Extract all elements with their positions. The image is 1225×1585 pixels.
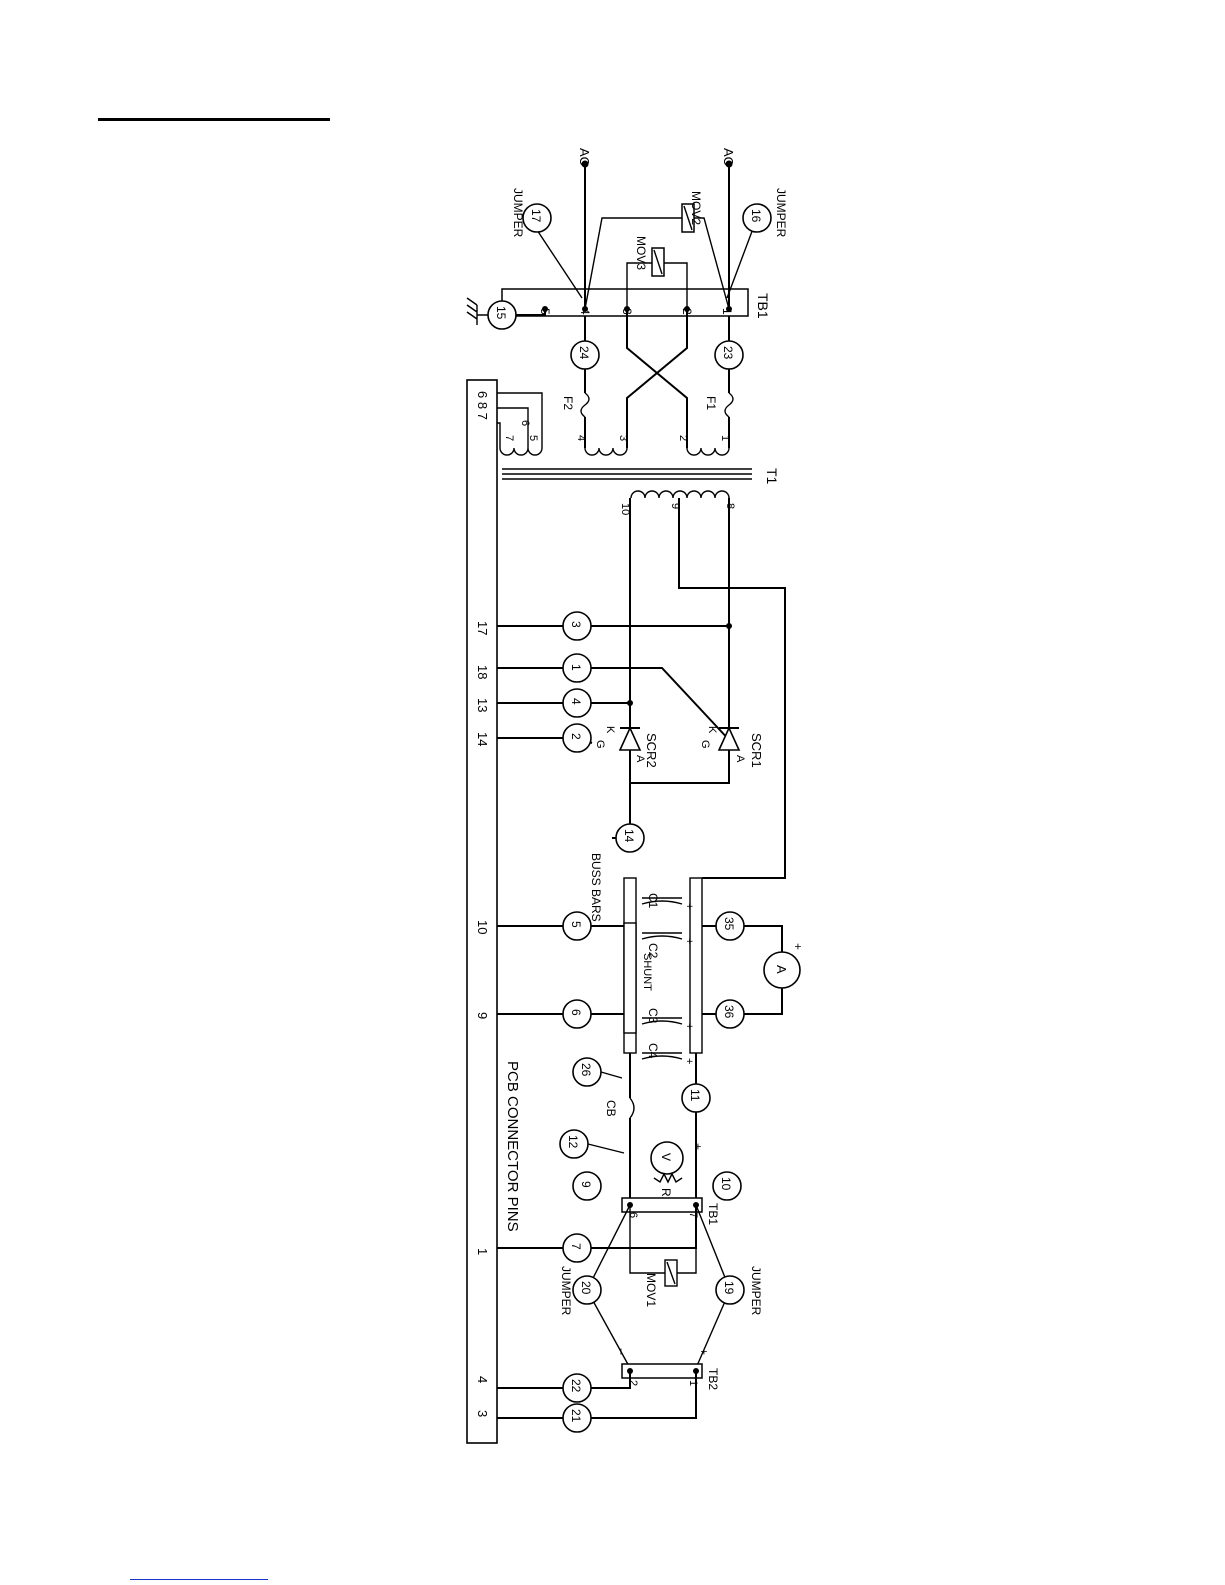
buss-bars-label: BUSS BARS (589, 853, 603, 922)
t1-aux-term-7: 7 (503, 435, 515, 441)
svg-text:+: + (683, 903, 695, 909)
cb-label: CB (604, 1100, 618, 1117)
shunt-label: SHUNT (641, 953, 653, 991)
scr2-symbol (620, 728, 640, 750)
pcb-pin-6-8-7: 6 8 7 (475, 391, 490, 420)
c1-label: C1 (646, 893, 660, 909)
scr2-g: G (594, 740, 606, 749)
t1-pri-term-2: 2 (677, 435, 689, 441)
svg-text:7: 7 (569, 1243, 583, 1250)
fuse-f2-label: F2 (561, 396, 575, 410)
shunt (624, 923, 636, 1033)
svg-text:6: 6 (569, 1009, 583, 1016)
ammeter-label: A (774, 965, 789, 974)
t1-pri-term-4: 4 (575, 435, 587, 441)
pcb-pin-17: 17 (475, 621, 490, 635)
page-bottom-rule (130, 1579, 268, 1580)
tb1-output-block (622, 1198, 702, 1212)
ac-b-label: AC (577, 148, 592, 166)
svg-text:4: 4 (569, 698, 583, 705)
scr1-a: A (734, 755, 746, 763)
tb2-label: TB2 (706, 1368, 720, 1390)
svg-text:14: 14 (622, 829, 636, 843)
svg-text:24: 24 (577, 346, 591, 360)
svg-text:+: + (683, 1058, 695, 1064)
svg-text:3: 3 (569, 621, 583, 628)
svg-text:−: − (614, 1348, 628, 1355)
svg-text:15: 15 (494, 306, 508, 320)
svg-text:19: 19 (722, 1281, 736, 1295)
pcb-pin-13: 13 (475, 698, 490, 712)
tb2-block (622, 1364, 702, 1378)
voltmeter-label: V (659, 1153, 673, 1161)
pcb-pin-4: 4 (475, 1376, 490, 1383)
scr2-k: K (604, 726, 616, 734)
t1-label: T1 (764, 468, 780, 485)
scr1-label: SCR1 (749, 733, 764, 768)
jumper-17-label: JUMPER (511, 188, 525, 238)
pcb-pin-14: 14 (475, 732, 490, 746)
schematic-rotated-group: PCB CONNECTOR PINS 6 8 7 17 18 13 14 10 … (467, 148, 805, 1443)
scr2-label: SCR2 (644, 733, 659, 768)
svg-text:36: 36 (722, 1005, 736, 1019)
svg-text:12: 12 (566, 1135, 580, 1149)
svg-text:2: 2 (627, 1380, 639, 1386)
tb1-output-label: TB1 (706, 1203, 720, 1225)
t1-aux-term-6: 6 (519, 420, 531, 426)
svg-text:+: + (683, 938, 695, 944)
svg-text:26: 26 (579, 1063, 593, 1077)
pcb-pin-18: 18 (475, 665, 490, 679)
pcb-pin-9: 9 (475, 1012, 490, 1019)
pcb-pin-1: 1 (475, 1248, 490, 1255)
pcb-title: PCB CONNECTOR PINS (504, 1061, 521, 1232)
svg-text:17: 17 (529, 209, 543, 223)
svg-text:+: + (791, 943, 805, 950)
pcb-pin-10: 10 (475, 920, 490, 934)
t1-pri-term-3: 3 (617, 435, 629, 441)
svg-text:7: 7 (687, 1212, 699, 1218)
svg-text:22: 22 (569, 1379, 583, 1393)
svg-text:23: 23 (721, 346, 735, 360)
svg-text:+: + (683, 1023, 695, 1029)
jumper-20-label: JUMPER (559, 1266, 573, 1316)
pcb-connector-strip (467, 380, 497, 1443)
fuse-f1-label: F1 (704, 396, 718, 410)
c3-label: C3 (646, 1008, 660, 1024)
t1-aux-term-5: 5 (527, 435, 539, 441)
svg-text:1: 1 (687, 1380, 699, 1386)
svg-text:9: 9 (579, 1181, 593, 1188)
svg-text:5: 5 (569, 921, 583, 928)
svg-text:16: 16 (749, 209, 763, 223)
svg-text:2: 2 (569, 733, 583, 740)
tb1-label: TB1 (755, 293, 771, 319)
scr1-k: K (706, 726, 718, 734)
svg-text:10: 10 (719, 1177, 733, 1191)
svg-text:20: 20 (579, 1281, 593, 1295)
pcb-pin-3: 3 (475, 1410, 490, 1417)
jumper-19-label: JUMPER (749, 1266, 763, 1316)
scr1-g: G (699, 740, 711, 749)
svg-text:21: 21 (569, 1409, 583, 1423)
svg-text:+: + (691, 1143, 705, 1150)
jumper-16-label: JUMPER (774, 188, 788, 238)
c2-label: C2 (646, 943, 660, 959)
scr2-a: A (634, 755, 646, 763)
ac-a-label: AC (721, 148, 736, 166)
svg-text:6: 6 (627, 1212, 639, 1218)
svg-text:+: + (697, 1348, 711, 1355)
svg-text:35: 35 (722, 917, 736, 931)
mov2-label: MOV2 (689, 191, 703, 225)
mov3-label: MOV3 (634, 236, 648, 270)
c4-label: C4 (646, 1043, 660, 1059)
svg-text:1: 1 (569, 664, 583, 671)
mov1-label: MOV1 (644, 1273, 658, 1307)
t1-pri-term-1: 1 (719, 435, 731, 441)
svg-text:11: 11 (688, 1089, 702, 1102)
